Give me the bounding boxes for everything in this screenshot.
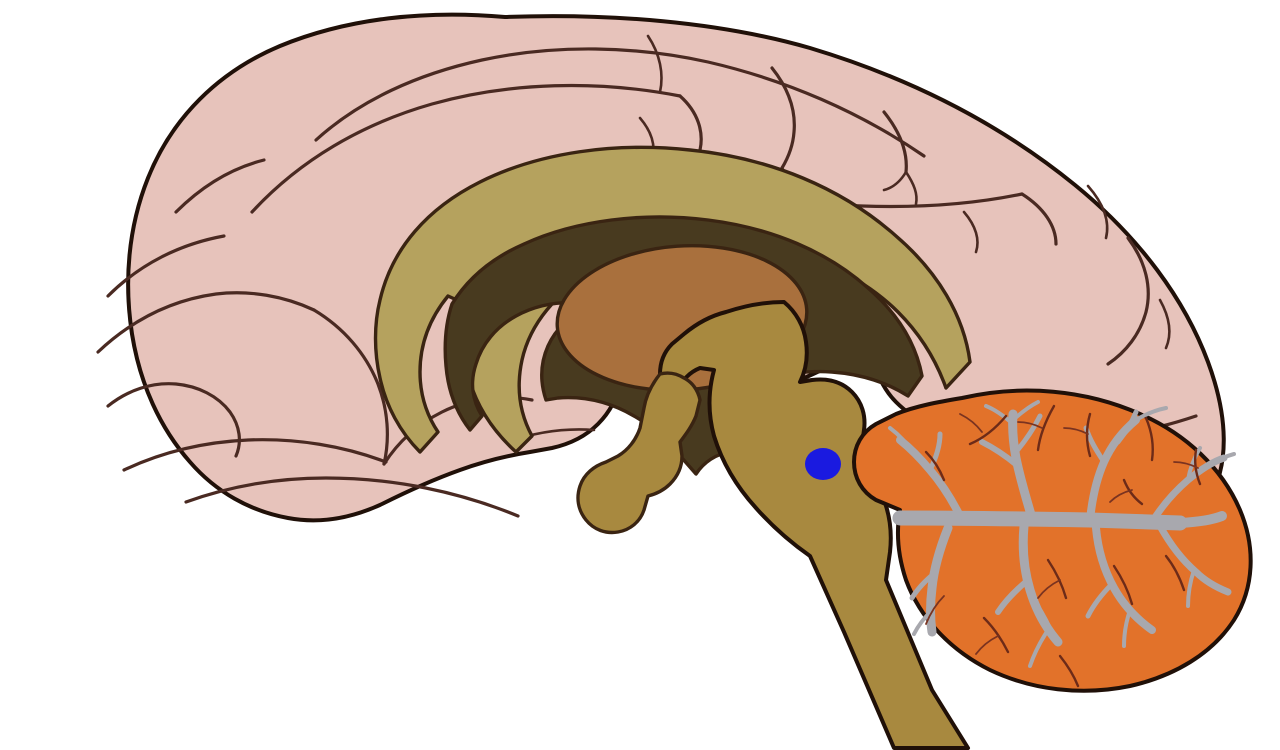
- cerebellum-group: [852, 388, 1253, 693]
- cerebellum-shape: [852, 388, 1253, 693]
- brainstem-group: [576, 300, 970, 750]
- pituitary-region-shape: [576, 371, 702, 535]
- cerebellar-fissures-group: [924, 404, 1202, 688]
- figure-title: Mid-sagittal section of the human brain: [0, 0, 1, 1]
- arbor-vitae-group: [888, 400, 1236, 668]
- brainstem-shape: [658, 300, 970, 750]
- figure-caption: Mid-sagittal section of the human brain …: [0, 0, 1, 1]
- blue-marker-dot[interactable]: [805, 448, 841, 480]
